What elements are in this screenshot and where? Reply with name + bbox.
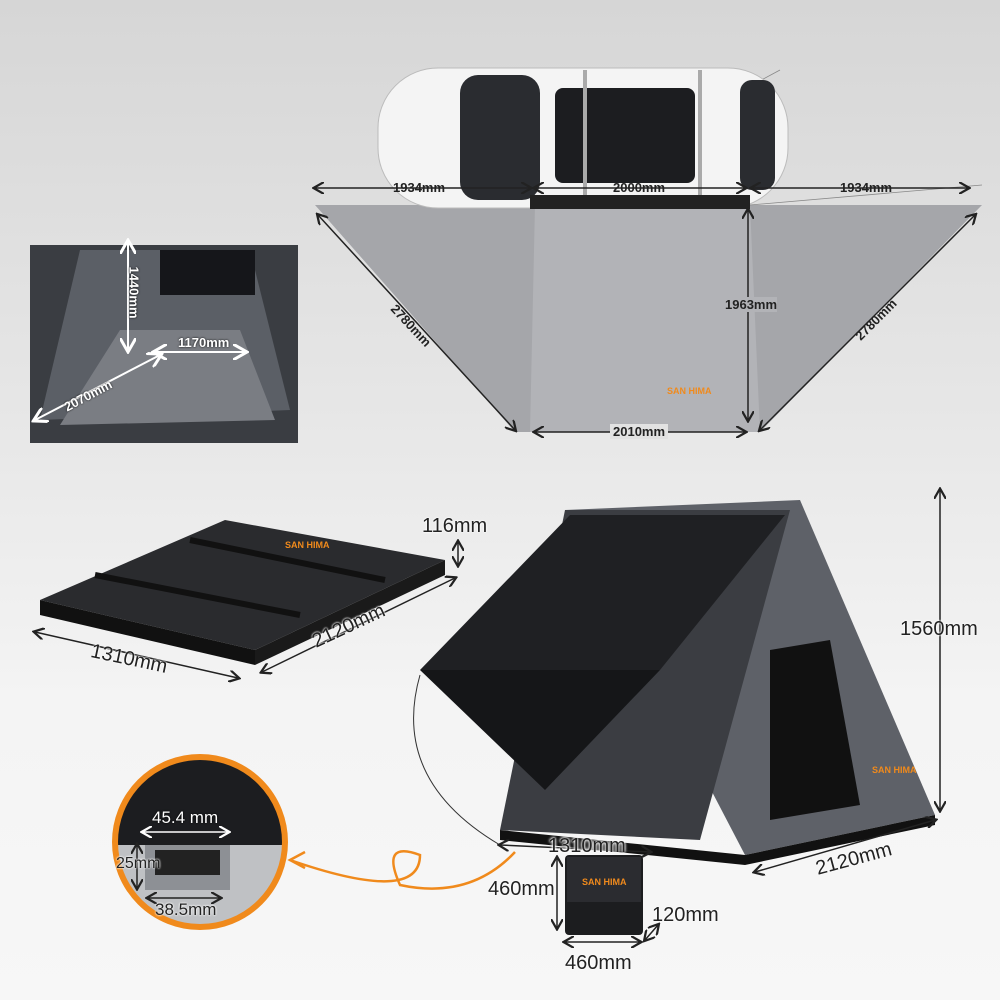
- closed-tent-thickness: 116mm: [422, 515, 488, 537]
- car-middle-dimension: 2000mm: [613, 180, 666, 195]
- awning-bottom-dimension: 2010mm: [610, 424, 669, 439]
- open-tent-illustration: [413, 490, 940, 872]
- awning-brand-logo: SAN HIMA: [667, 386, 712, 396]
- rail-profile-zoom: [112, 754, 516, 930]
- rail-top-width: 45.4 mm: [152, 808, 219, 827]
- bag-brand-logo: SAN HIMA: [582, 877, 627, 887]
- interior-photo: [30, 242, 298, 443]
- rail-bottom-width: 38.5mm: [155, 900, 217, 919]
- interior-height-dimension: 1440mm: [126, 266, 142, 319]
- storage-bag: [557, 855, 658, 942]
- interior-width-dimension: 1170mm: [178, 335, 230, 350]
- car-right-dimension: 1934mm: [840, 180, 893, 195]
- open-tent-width: 1310mm: [548, 835, 626, 857]
- bag-height: 460mm: [488, 878, 555, 900]
- awning-depth-dimension: 1963mm: [725, 297, 778, 312]
- open-tent-height: 1560mm: [900, 618, 978, 640]
- rail-height: 25mm: [116, 855, 161, 872]
- closed-tent-illustration: [35, 520, 458, 678]
- car-top-view: [377, 67, 789, 209]
- open-tent-brand-logo: SAN HIMA: [872, 765, 917, 775]
- car-left-dimension: 1934mm: [393, 180, 446, 195]
- closed-tent-brand-logo: SAN HIMA: [285, 540, 330, 550]
- bag-width: 460mm: [565, 952, 632, 974]
- bag-depth: 120mm: [652, 904, 719, 926]
